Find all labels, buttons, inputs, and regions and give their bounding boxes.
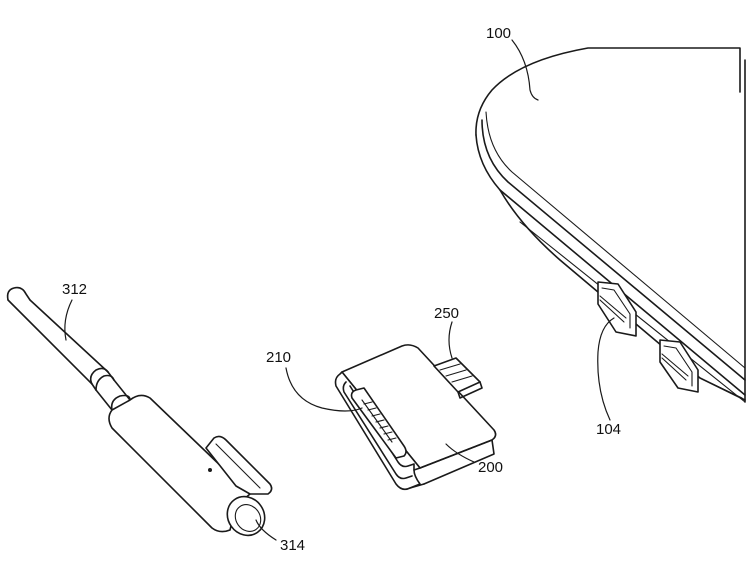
label-210: 210 <box>266 349 291 366</box>
label-314: 314 <box>280 537 305 554</box>
label-100: 100 <box>486 25 511 42</box>
laptop-port-secondary <box>659 339 699 393</box>
label-104: 104 <box>596 421 621 438</box>
label-250: 250 <box>434 305 459 322</box>
adapter-contact-pins <box>361 399 397 443</box>
leader-210 <box>285 367 363 412</box>
leader-312 <box>64 299 73 341</box>
leader-250 <box>448 321 453 359</box>
cable-connector-housing <box>108 394 273 533</box>
leader-314 <box>255 519 277 541</box>
adapter-body <box>334 344 497 491</box>
cable-connector-face-314 <box>226 495 266 537</box>
cable <box>6 286 131 411</box>
leader-104 <box>597 317 615 421</box>
label-312: 312 <box>62 281 87 298</box>
leader-100 <box>511 39 539 101</box>
laptop-port-104 <box>597 281 637 337</box>
label-200: 200 <box>478 459 503 476</box>
laptop-body <box>475 47 746 403</box>
adapter-plug-250 <box>433 357 483 399</box>
leader-200 <box>445 443 475 463</box>
